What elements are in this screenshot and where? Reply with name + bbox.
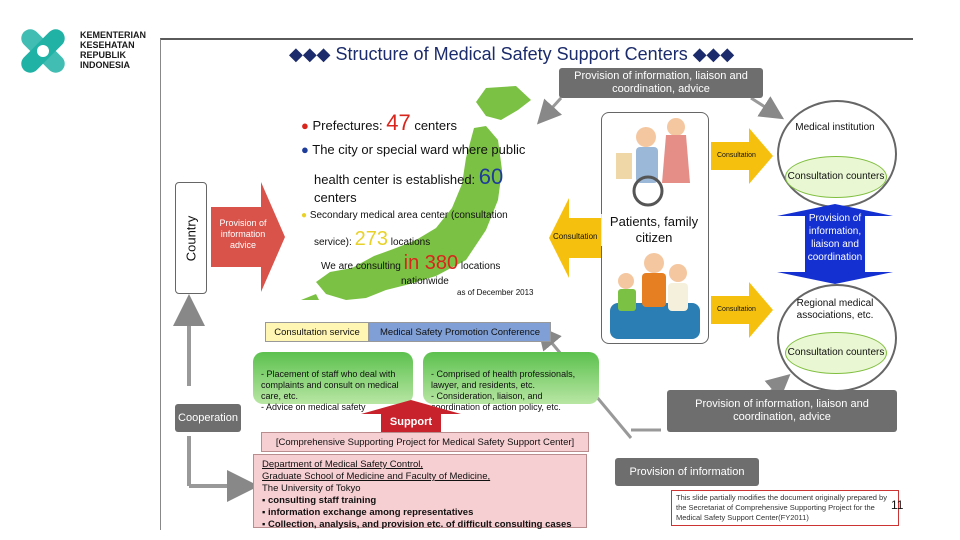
city-value: 60 [478, 164, 504, 189]
stat-prefectures: ● Prefectures: 47 centers [301, 110, 457, 136]
prefectures-value: 47 [386, 110, 411, 135]
red-arrow-icon [211, 182, 285, 292]
top-provision-box: Provision of information, liaison and co… [559, 68, 763, 98]
consultation-counters-1-label: Consultation counters [787, 171, 885, 182]
country-box: Country [175, 182, 207, 294]
city-label-1: The city or special ward where public [312, 142, 526, 157]
japan-map [301, 86, 531, 300]
stat-consulting: We are consulting in 380 locations [321, 252, 500, 275]
provision-info-box: Provision of information [615, 458, 759, 486]
pink-bullet3: ▪ Collection, analysis, and provision et… [262, 519, 572, 530]
secondary-label: Secondary medical area center (consultat… [309, 210, 508, 221]
secondary-value: 273 [354, 228, 388, 250]
conference-bar: Medical Safety Promotion Conference [369, 322, 551, 342]
consultation-bottom: Consultation [717, 306, 756, 313]
stat-nationwide: nationwide [401, 276, 449, 287]
consultation-counters-2-label: Consultation counters [787, 347, 885, 358]
prefectures-label: Prefectures: [312, 118, 383, 133]
org-line: KEMENTERIAN [80, 30, 147, 40]
city-unit: centers [314, 190, 357, 205]
green-box-left: - Placement of staff who deal with compl… [253, 352, 413, 412]
pink-bullet1: ▪ consulting staff training [262, 495, 377, 506]
conference-label: Medical Safety Promotion Conference [380, 326, 540, 338]
medical-institution-label: Medical institution [795, 122, 875, 133]
yellow-arrow-right-top-icon [711, 128, 773, 184]
cooperation-label: Cooperation [178, 411, 238, 424]
patients-box [601, 112, 709, 344]
consultation-service-label: Consultation service [274, 326, 360, 338]
yellow-arrow-right-bottom-icon [711, 282, 773, 338]
logo-icon [21, 29, 65, 73]
kemenkes-logo [14, 22, 72, 80]
consultation-top: Consultation [717, 152, 756, 159]
stat-city-2: health center is established: 60 [314, 164, 503, 190]
stat-asof: as of December 2013 [457, 288, 534, 297]
consultation-counters-2: Consultation counters [785, 332, 887, 374]
support-label: Support [389, 416, 433, 428]
source-note: This slide partially modifies the docume… [671, 490, 899, 526]
secondary-unit: locations [390, 237, 431, 248]
consultation-counters-1: Consultation counters [785, 156, 887, 198]
stat-secondary-2: service): 273 locations [314, 228, 430, 251]
slide-canvas: ◆◆◆ Structure of Medical Safety Support … [160, 38, 913, 530]
cooperation-box: Cooperation [175, 404, 241, 432]
country-arrow-text: Provision of information advice [213, 218, 273, 251]
pink-line3: The University of Tokyo [262, 483, 361, 494]
patients-illustration [610, 118, 700, 339]
pink-line2: Graduate School of Medicine and Faculty … [262, 471, 491, 482]
secondary-label-2: service): [314, 237, 352, 248]
pink-line1: Department of Medical Safety Control, [262, 459, 424, 470]
slide-title: ◆◆◆ Structure of Medical Safety Support … [289, 44, 735, 64]
org-line: REPUBLIK [80, 50, 127, 60]
support-arrow-icon [361, 400, 461, 432]
prefectures-unit: centers [414, 118, 457, 133]
bottom-provision-label: Provision of information, liaison and co… [695, 398, 869, 423]
country-label: Country [183, 215, 199, 261]
consultation-service-bar: Consultation service [265, 322, 369, 342]
comprehensive-label: [Comprehensive Supporting Project for Me… [275, 436, 575, 448]
pink-box: Department of Medical Safety Control, Gr… [253, 454, 587, 530]
top-provision-label: Provision of information, liaison and co… [574, 70, 748, 95]
org-line: KESEHATAN [80, 40, 135, 50]
green-box-right: - Comprised of health professionals, law… [423, 352, 599, 412]
page-number: 11 [891, 498, 904, 512]
pink-bullet2: ▪ information exchange among representat… [262, 507, 474, 518]
yellow-arrow-left-icon [549, 198, 603, 278]
consulting-unit: locations [460, 261, 501, 272]
source-note-text: This slide partially modifies the docume… [676, 493, 887, 522]
red-dot-icon: ● [301, 118, 309, 133]
consultation-left: Consultation [553, 232, 598, 241]
stat-city: ● The city or special ward where public [301, 142, 525, 157]
org-line: INDONESIA [80, 60, 131, 70]
country-arrow-label: Provision of information advice [219, 218, 267, 250]
stat-secondary: ● Secondary medical area center (consult… [301, 210, 508, 221]
regional-label: Regional medical associations, etc. [796, 298, 874, 321]
bottom-provision-box: Provision of information, liaison and co… [667, 390, 897, 432]
blue-double-arrow-icon [777, 204, 893, 284]
comprehensive-header: [Comprehensive Supporting Project for Me… [261, 432, 589, 452]
nationwide-label: nationwide [401, 276, 449, 287]
provision-info-label: Provision of information [629, 465, 745, 478]
asof-label: as of December 2013 [457, 288, 534, 297]
stat-city-unit: centers [314, 190, 357, 205]
green-right-text: - Comprised of health professionals, law… [431, 369, 576, 412]
blue-arrow-text: Provision of information, liaison and co… [807, 213, 863, 263]
org-name: KEMENTERIAN KESEHATAN REPUBLIK INDONESIA [80, 30, 146, 70]
yellow-dot-icon: ● [301, 210, 308, 221]
blue-dot-icon: ● [301, 142, 309, 157]
connector-arrows [173, 96, 791, 502]
patients-label: Patients, family citizen [601, 214, 707, 246]
consulting-prefix: We are consulting [321, 261, 401, 272]
city-label-2: health center is established: [314, 172, 476, 187]
consulting-value: in 380 [403, 252, 459, 274]
green-left-text: - Placement of staff who deal with compl… [261, 369, 399, 412]
